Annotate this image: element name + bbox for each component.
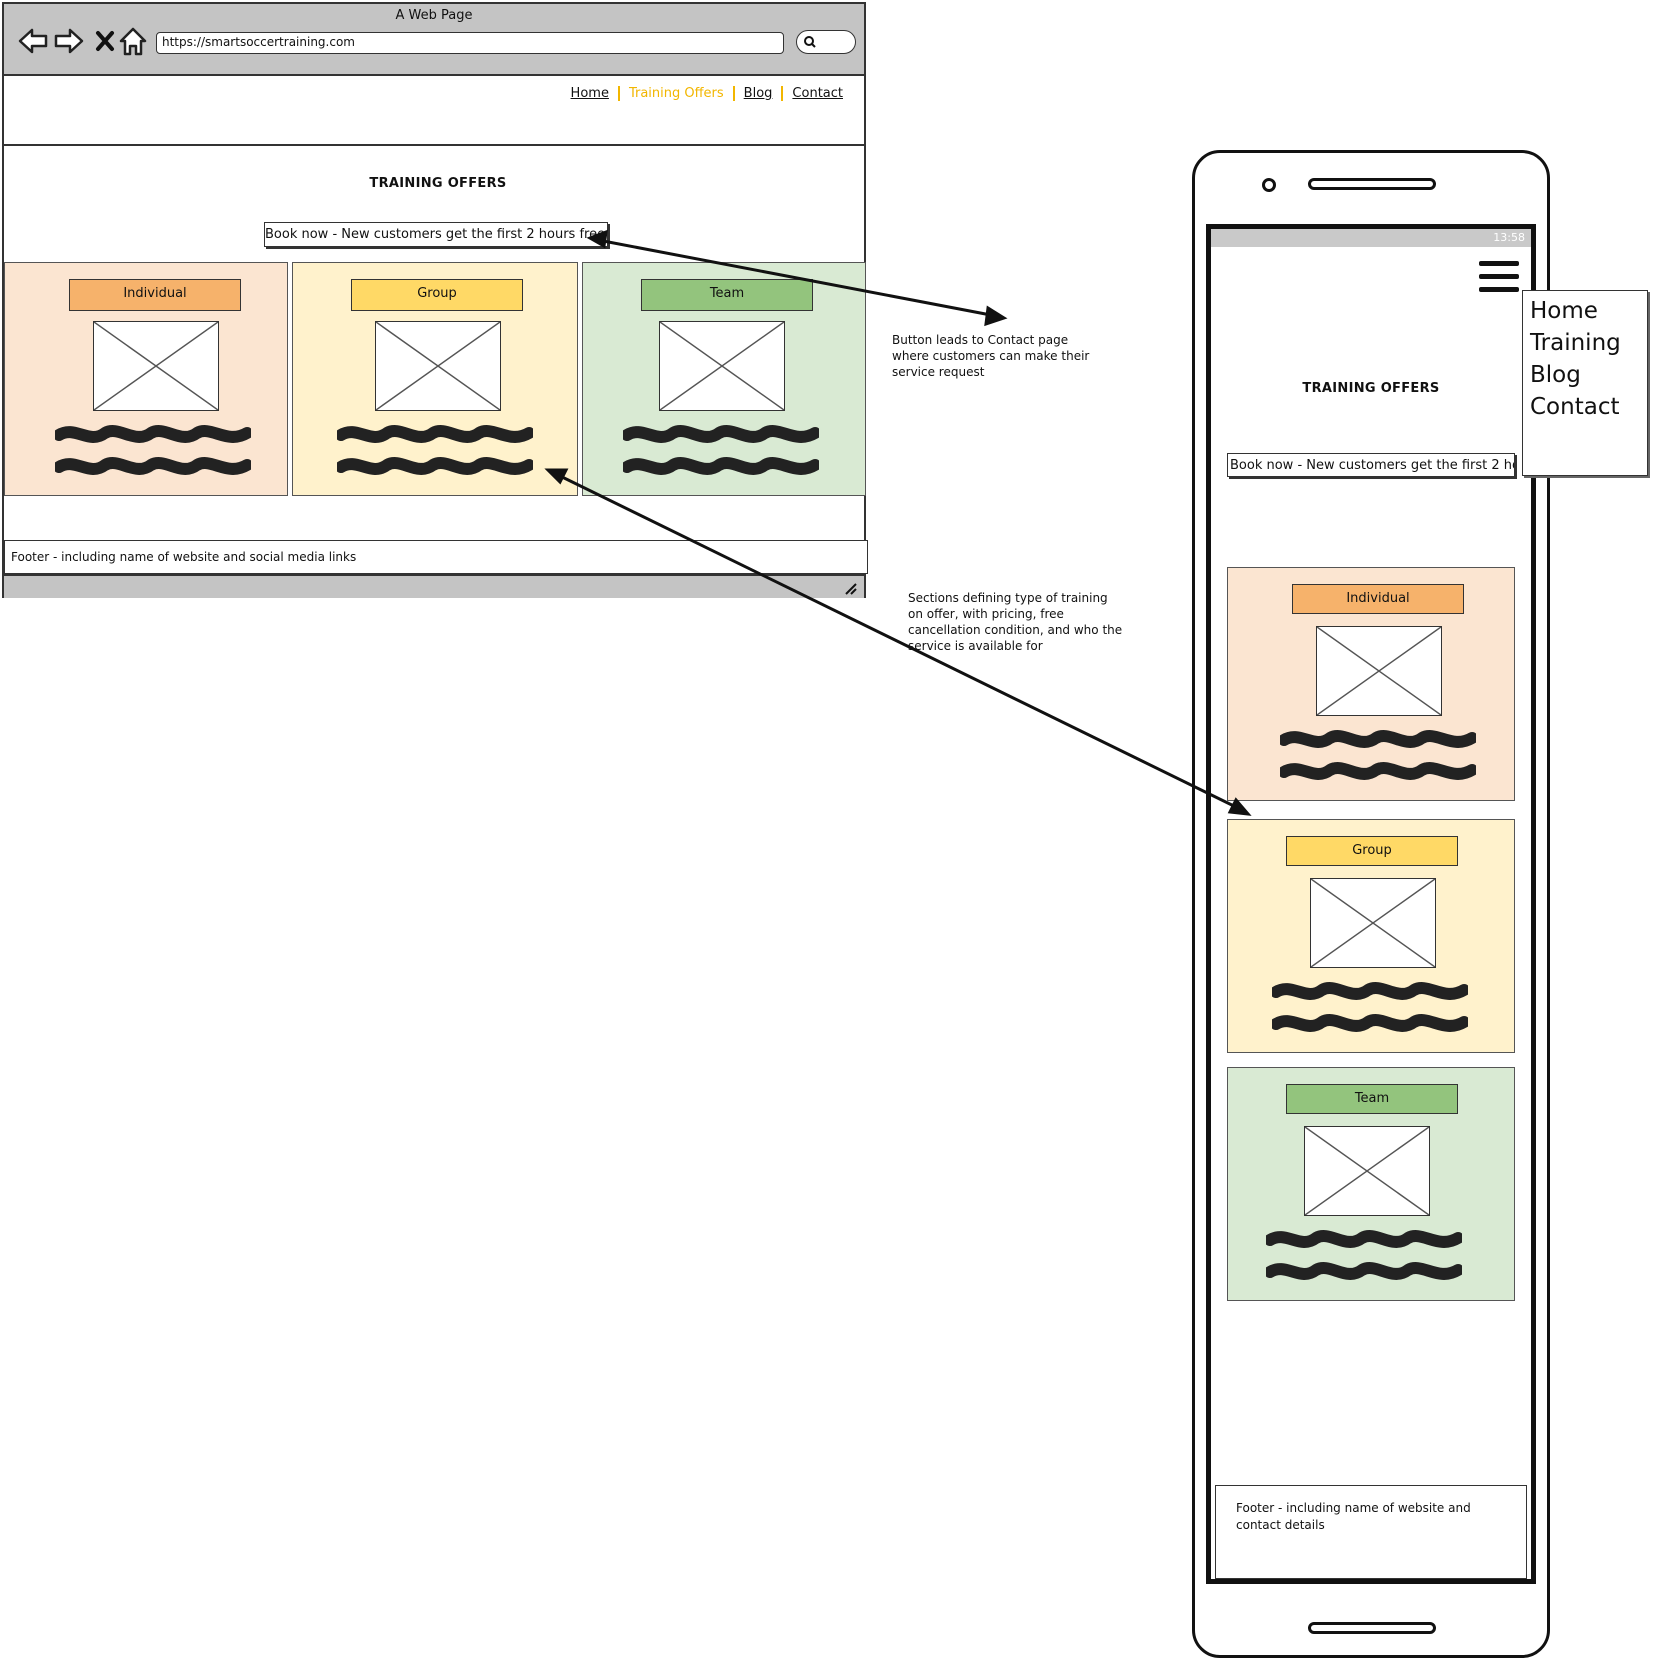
card-group: Group bbox=[292, 262, 578, 496]
mobile-card-label-team: Team bbox=[1286, 1084, 1458, 1114]
image-placeholder bbox=[659, 321, 785, 411]
window-title: A Web Page bbox=[395, 8, 473, 23]
nav-link-training-offers[interactable]: Training Offers bbox=[617, 86, 733, 101]
desktop-browser-window: A Web Page https://smartsoccertraining.c… bbox=[2, 2, 868, 598]
main-navigation: Home Training Offers Blog Contact bbox=[562, 86, 852, 101]
image-placeholder bbox=[1310, 878, 1436, 968]
mobile-page-title: TRAINING OFFERS bbox=[1302, 381, 1440, 396]
mobile-nav-menu: Home Training Blog Contact bbox=[1522, 290, 1648, 476]
address-bar[interactable]: https://smartsoccertraining.com bbox=[156, 32, 784, 54]
arrow-head bbox=[984, 305, 1008, 327]
mobile-card-label-individual: Individual bbox=[1292, 584, 1464, 614]
image-placeholder bbox=[1304, 1126, 1430, 1216]
mobile-book-now-button[interactable]: Book now - New customers get the first 2… bbox=[1227, 453, 1515, 477]
site-header bbox=[4, 76, 864, 146]
image-placeholder bbox=[1316, 626, 1442, 716]
image-placeholder bbox=[375, 321, 501, 411]
nav-link-contact[interactable]: Contact bbox=[781, 86, 852, 101]
mobile-footer: Footer - including name of website and c… bbox=[1215, 1485, 1527, 1579]
home-icon[interactable] bbox=[116, 24, 150, 58]
back-arrow-icon[interactable] bbox=[16, 24, 50, 58]
mobile-card-group: Group bbox=[1227, 819, 1515, 1053]
mobile-card-individual: Individual bbox=[1227, 567, 1515, 801]
footer: Footer - including name of website and s… bbox=[4, 540, 868, 574]
mobile-card-label-group: Group bbox=[1286, 836, 1458, 866]
mobile-card-team: Team bbox=[1227, 1067, 1515, 1301]
menu-item-blog[interactable]: Blog bbox=[1530, 362, 1581, 388]
card-label-group: Group bbox=[351, 279, 523, 311]
annotation-sections-note: Sections defining type of training on of… bbox=[908, 591, 1123, 653]
text-placeholder-scribble bbox=[1280, 730, 1476, 780]
text-placeholder-scribble bbox=[1266, 1230, 1462, 1280]
menu-item-contact[interactable]: Contact bbox=[1530, 394, 1620, 420]
nav-link-home[interactable]: Home bbox=[570, 86, 609, 101]
mobile-status-bar: 13:58 bbox=[1211, 229, 1531, 247]
search-icon bbox=[804, 36, 816, 48]
menu-item-training[interactable]: Training bbox=[1530, 330, 1621, 356]
phone-speaker bbox=[1308, 178, 1436, 190]
image-placeholder bbox=[93, 321, 219, 411]
text-placeholder-scribble bbox=[337, 425, 533, 475]
browser-search-field[interactable] bbox=[796, 30, 856, 54]
text-placeholder-scribble bbox=[623, 425, 819, 475]
close-x-icon[interactable] bbox=[88, 24, 122, 58]
card-individual: Individual bbox=[4, 262, 288, 496]
menu-item-home[interactable]: Home bbox=[1530, 298, 1598, 324]
text-placeholder-scribble bbox=[1272, 982, 1468, 1032]
status-time: 13:58 bbox=[1493, 231, 1525, 244]
forward-arrow-icon[interactable] bbox=[52, 24, 86, 58]
card-label-individual: Individual bbox=[69, 279, 241, 311]
phone-home-button[interactable] bbox=[1308, 1622, 1436, 1634]
card-team: Team bbox=[582, 262, 866, 496]
hamburger-menu-icon[interactable] bbox=[1479, 261, 1519, 295]
annotation-button-note: Button leads to Contact page where custo… bbox=[892, 333, 1090, 379]
text-placeholder-scribble bbox=[55, 425, 251, 475]
page-title: TRAINING OFFERS bbox=[369, 176, 507, 191]
mobile-screen: 13:58 TRAINING OFFERS Book now - New cus… bbox=[1206, 224, 1536, 1584]
book-now-button[interactable]: Book now - New customers get the first 2… bbox=[264, 222, 608, 247]
card-label-team: Team bbox=[641, 279, 813, 311]
browser-toolbar: A Web Page https://smartsoccertraining.c… bbox=[4, 4, 864, 76]
phone-camera bbox=[1262, 178, 1276, 192]
browser-status-bar bbox=[4, 574, 864, 598]
resize-grip-icon[interactable] bbox=[842, 580, 858, 596]
nav-link-blog[interactable]: Blog bbox=[732, 86, 782, 101]
